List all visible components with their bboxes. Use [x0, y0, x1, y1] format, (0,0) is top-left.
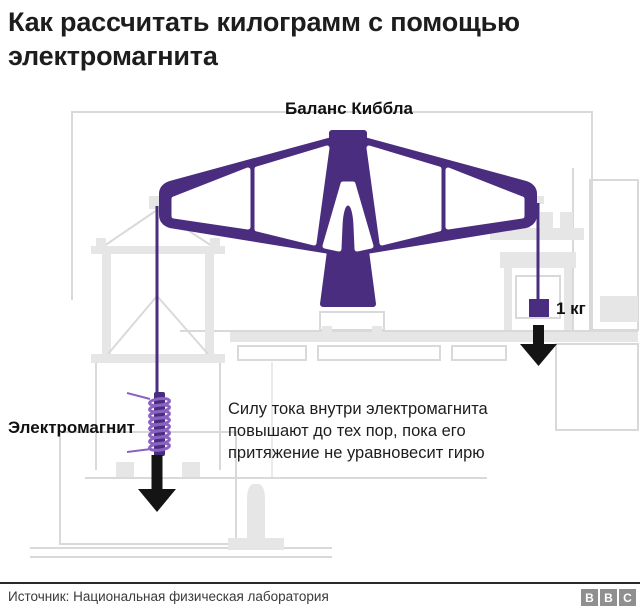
- bbc-logo-letter: C: [619, 589, 636, 606]
- bbc-logo-letter: B: [581, 589, 598, 606]
- electromagnet-label: Электромагнит: [8, 418, 136, 437]
- weight-down-arrow-icon: [520, 325, 557, 366]
- bbc-logo: B B C: [581, 589, 636, 606]
- left-suspension-line: [155, 206, 159, 396]
- balance-beam: [159, 130, 537, 307]
- electromagnet-down-arrow-icon: [138, 455, 176, 512]
- footer-divider: [0, 582, 640, 584]
- source-credit: Источник: Национальная физическая лабора…: [8, 589, 329, 604]
- right-suspension-line: [536, 203, 540, 301]
- page-title: Как рассчитать килограмм с помощью элект…: [8, 7, 520, 71]
- diagram-caption: Силу тока внутри электромагнита повышают…: [228, 400, 488, 462]
- balance-label: Баланс Киббла: [284, 99, 414, 118]
- electromagnet-coil: [126, 392, 171, 456]
- weight-label: 1 кг: [556, 299, 586, 318]
- bbc-logo-letter: B: [600, 589, 617, 606]
- weight-block: [529, 299, 549, 317]
